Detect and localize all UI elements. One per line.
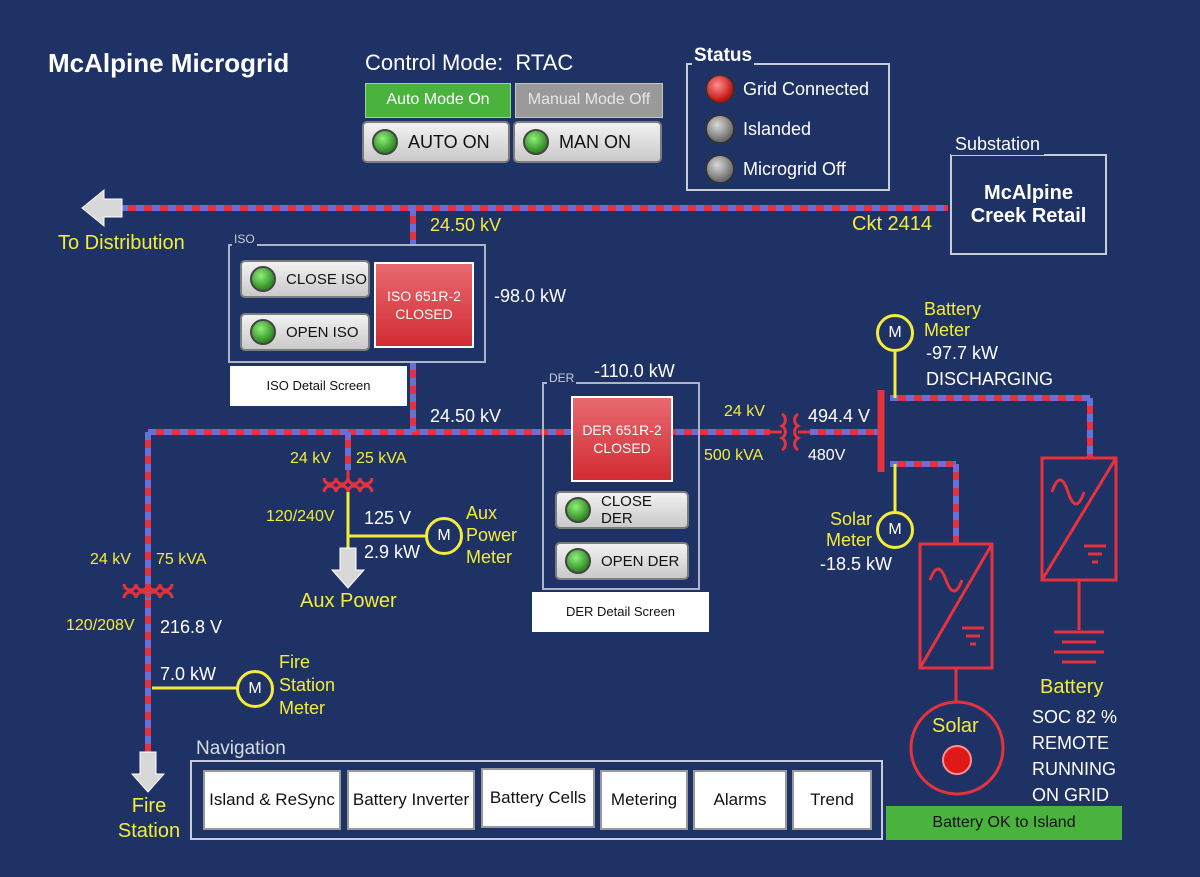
islanded-led-icon bbox=[705, 114, 735, 144]
nav-trend-button[interactable]: Trend bbox=[792, 770, 872, 830]
iso-voltage-bottom: 24.50 kV bbox=[430, 406, 502, 426]
auto-on-button[interactable]: AUTO ON bbox=[362, 121, 510, 163]
iso-detail-screen-button[interactable]: ISO Detail Screen bbox=[230, 366, 407, 406]
solar-meter-power: -18.5 kW bbox=[820, 554, 893, 574]
iso-panel-label: ISO bbox=[232, 232, 257, 246]
iso-voltage-top: 24.50 kV bbox=[430, 215, 502, 235]
fire-station-arrow-icon bbox=[130, 751, 166, 793]
open-der-led-icon bbox=[565, 548, 591, 574]
solar-status-led bbox=[942, 745, 972, 775]
status-islanded: Islanded bbox=[705, 114, 869, 144]
solar-label: Solar bbox=[932, 715, 979, 737]
close-der-button[interactable]: CLOSE DER bbox=[555, 491, 689, 529]
nav-battery-cells-button[interactable]: Battery Cells bbox=[481, 768, 595, 828]
iso-panel bbox=[228, 244, 486, 363]
aux-xfmr-hv: 24 kV bbox=[290, 450, 331, 467]
navigation-panel bbox=[190, 760, 883, 840]
close-iso-button[interactable]: CLOSE ISO bbox=[240, 260, 370, 298]
aux-power: 2.9 kW bbox=[364, 542, 421, 562]
distribution-arrow-icon bbox=[81, 188, 123, 228]
battery-meter-icon[interactable]: M bbox=[876, 314, 914, 352]
status-title: Status bbox=[692, 45, 755, 67]
der-xfmr-kva: 500 kVA bbox=[704, 447, 764, 464]
der-xfmr-lv: 480V bbox=[808, 447, 846, 464]
auto-mode-indicator: Auto Mode On bbox=[365, 83, 511, 118]
iso-power: -98.0 kW bbox=[494, 286, 567, 306]
aux-power-arrow-icon bbox=[330, 547, 366, 589]
circuit-label: Ckt 2414 bbox=[852, 213, 933, 235]
solar-panel-ring bbox=[909, 700, 1005, 796]
aux-meter-icon[interactable]: M bbox=[425, 517, 463, 555]
der-panel bbox=[542, 382, 700, 590]
microgrid-off-led-icon bbox=[705, 154, 735, 184]
fire-xfmr-hv: 24 kV bbox=[90, 551, 131, 568]
to-distribution-label: To Distribution bbox=[58, 232, 185, 254]
battery-label: Battery bbox=[1040, 676, 1104, 698]
fire-xfmr-lv: 120/208V bbox=[66, 617, 135, 634]
control-mode-value: RTAC bbox=[515, 50, 574, 75]
close-iso-led-icon bbox=[250, 266, 276, 292]
open-iso-button[interactable]: OPEN ISO bbox=[240, 313, 370, 351]
navigation-title: Navigation bbox=[194, 738, 288, 760]
close-der-led-icon bbox=[565, 497, 591, 523]
fire-xfmr-kva: 75 kVA bbox=[156, 551, 207, 568]
battery-ok-to-island-indicator: Battery OK to Island bbox=[886, 806, 1122, 840]
manual-mode-indicator: Manual Mode Off bbox=[515, 83, 663, 118]
open-iso-led-icon bbox=[250, 319, 276, 345]
der-xfmr-lv-voltage: 494.4 V bbox=[808, 406, 871, 426]
battery-inverter-icon bbox=[1040, 456, 1118, 630]
auto-on-led-icon bbox=[372, 129, 398, 155]
der-panel-label: DER bbox=[547, 371, 577, 385]
der-detail-screen-button[interactable]: DER Detail Screen bbox=[532, 592, 709, 632]
man-on-button[interactable]: MAN ON bbox=[513, 121, 662, 163]
fire-voltage: 216.8 V bbox=[160, 617, 223, 637]
status-microgrid-off: Microgrid Off bbox=[705, 154, 869, 184]
fire-power: 7.0 kW bbox=[160, 664, 217, 684]
aux-voltage: 125 V bbox=[364, 508, 412, 528]
status-panel bbox=[686, 63, 890, 191]
aux-transformer-icon bbox=[322, 470, 374, 493]
app-title: McAlpine Microgrid bbox=[48, 48, 290, 78]
der-transformer-icon bbox=[770, 412, 810, 452]
status-grid-connected: Grid Connected bbox=[705, 74, 869, 104]
nav-alarms-button[interactable]: Alarms bbox=[693, 770, 787, 830]
battery-status-text: SOC 82 % REMOTE RUNNING ON GRID bbox=[1032, 707, 1118, 805]
nav-battery-inverter-button[interactable]: Battery Inverter bbox=[347, 770, 475, 830]
aux-power-load-label: Aux Power bbox=[300, 590, 397, 612]
grid-connected-led-icon bbox=[705, 74, 735, 104]
solar-inverter-icon bbox=[918, 542, 994, 702]
aux-xfmr-kva: 25 kVA bbox=[356, 450, 407, 467]
der-xfmr-hv: 24 kV bbox=[724, 403, 765, 420]
solar-meter-icon[interactable]: M bbox=[876, 511, 914, 549]
open-der-button[interactable]: OPEN DER bbox=[555, 542, 689, 580]
der-power: -110.0 kW bbox=[594, 361, 675, 381]
nav-metering-button[interactable]: Metering bbox=[600, 770, 688, 830]
aux-xfmr-lv: 120/240V bbox=[266, 508, 335, 525]
control-mode-label: Control Mode: RTAC bbox=[365, 50, 574, 75]
nav-island-resync-button[interactable]: Island & ReSync bbox=[203, 770, 341, 830]
man-on-led-icon bbox=[523, 129, 549, 155]
substation-label: Substation bbox=[951, 134, 1045, 155]
battery-meter-state: DISCHARGING bbox=[926, 369, 1054, 389]
status-list: Grid Connected Islanded Microgrid Off bbox=[705, 74, 869, 184]
fire-meter-icon[interactable]: M bbox=[236, 670, 274, 708]
fire-transformer-icon bbox=[122, 583, 174, 599]
battery-icon bbox=[1054, 630, 1104, 664]
battery-meter-power: -97.7 kW bbox=[926, 343, 999, 363]
